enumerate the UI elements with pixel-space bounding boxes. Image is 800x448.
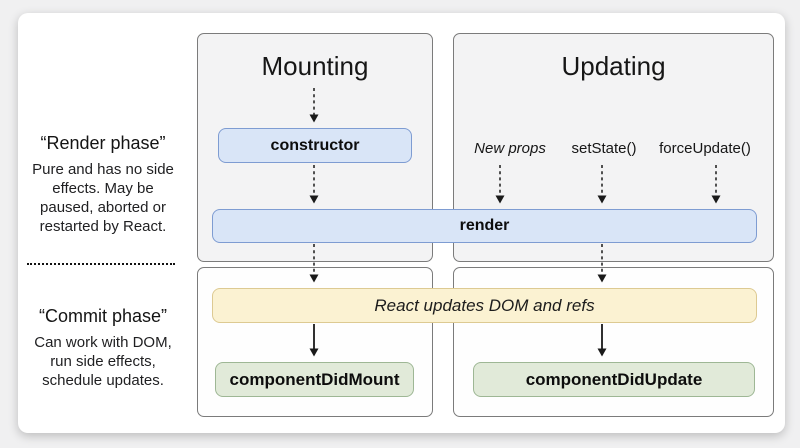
render-phase-line: restarted by React.: [39, 218, 167, 235]
mounting-column-title: Mounting: [261, 51, 369, 81]
updating-column-title: Updating: [561, 51, 666, 81]
render-phase-description: Pure and has no side effects. May be pau…: [18, 160, 188, 236]
render-phase-line: effects. May be: [52, 180, 154, 197]
react-updates-dom-node: React updates DOM and refs: [212, 288, 757, 323]
commit-phase-line: run side effects,: [50, 353, 156, 370]
constructor-node: constructor: [218, 128, 412, 163]
lifecycle-diagram-card: “Render phase” Pure and has no side effe…: [18, 13, 785, 433]
trigger-new-props-label: New props: [474, 140, 546, 157]
componentdidmount-node: componentDidMount: [215, 362, 414, 397]
trigger-forceupdate-label: forceUpdate(): [659, 140, 751, 157]
trigger-setstate-label: setState(): [571, 140, 637, 157]
componentdidupdate-node: componentDidUpdate: [473, 362, 755, 397]
commit-phase-title: “Commit phase”: [38, 306, 168, 326]
render-phase-title: “Render phase”: [40, 133, 166, 153]
phase-divider-dotted-line: [27, 263, 175, 265]
render-phase-line: paused, aborted or: [40, 199, 166, 216]
render-phase-line: Pure and has no side: [32, 161, 174, 178]
phase-explanations: “Render phase” Pure and has no side effe…: [18, 13, 188, 433]
commit-phase-description: Can work with DOM, run side effects, sch…: [18, 333, 188, 390]
render-node: render: [212, 209, 757, 243]
commit-phase-line: Can work with DOM,: [34, 334, 172, 351]
commit-phase-line: schedule updates.: [42, 372, 164, 389]
